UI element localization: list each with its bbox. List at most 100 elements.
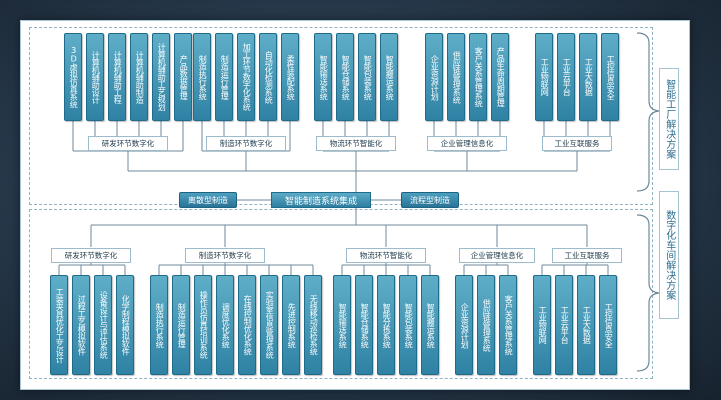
bottom-item-label: 企业资源计划 (460, 302, 470, 348)
side-braces (636, 32, 662, 372)
bottom-item-label: 工控信息安全 (604, 302, 614, 348)
top-item-label: 计算机辅助工艺规划 (157, 43, 167, 111)
bottom-item-box: 在线控制优化系统 (238, 275, 256, 375)
top-item-label: 3D虚拟仿真系统 (69, 46, 79, 108)
top-item-label: 制造运行管理 (220, 54, 230, 100)
top-item-box: 计算机辅助制造 (130, 33, 148, 121)
top-item-box: 产品生命周期管理 (491, 33, 509, 121)
bottom-item-label: 客户关系管理系统 (504, 295, 514, 355)
top-item-label: 工控信息安全 (606, 54, 616, 100)
system-integration-title: 智能制造系统集成 (271, 192, 371, 208)
top-item-label: 加工环节数字化系统 (242, 43, 252, 111)
bottom-item-label: 制造运行管理 (177, 302, 187, 348)
top-item-box: 柔性装配系统 (281, 33, 299, 121)
bottom-item-box: 设备设计与评估系统 (94, 275, 112, 375)
bottom-item-label: 工业物联网 (538, 306, 548, 344)
bottom-item-label: 工装夹具优化工艺设计 (55, 287, 65, 363)
bottom-item-label: 工业大数据 (582, 306, 592, 344)
bottom-item-label: 实验室信息管理系统 (265, 291, 275, 359)
top-item-box: 智能包装系统 (358, 33, 376, 121)
top-item-label: 计算机辅助制造 (135, 50, 145, 104)
top-item-label: 计算机辅助工程 (113, 50, 123, 104)
top-item-label: 自动化检测系统 (264, 50, 274, 104)
bottom-item-label: 操作员仿真培训系统 (199, 291, 209, 359)
top-item-box: 3D虚拟仿真系统 (64, 33, 82, 121)
bottom-item-box: 工业物联网 (533, 275, 551, 375)
bottom-item-box: 工业大数据 (577, 275, 595, 375)
bottom-item-box: 制造运行管理 (172, 275, 190, 375)
bottom-item-box: 智能仓储系统 (355, 275, 373, 375)
diagram-panel: 3D虚拟仿真系统 计算机辅助设计 计算机辅助工程 计算机辅助制造 计算机辅助工艺… (20, 20, 690, 390)
top-item-label: 供应链管理系统 (452, 50, 462, 104)
bottom-item-box: 过程工艺模拟软件 (72, 275, 90, 375)
bottom-item-label: 设备设计与评估系统 (99, 291, 109, 359)
top-item-box: 计算机辅助工程 (108, 33, 126, 121)
bottom-item-box: 工业云平台 (555, 275, 573, 375)
digital-workshop-solution-label: 数字化车间解决方案 (659, 191, 679, 319)
bottom-item-box: 企业资源计划 (455, 275, 473, 375)
bottom-item-label: 工业云平台 (560, 306, 570, 344)
bottom-item-label: 智能仓储系统 (360, 302, 370, 348)
bottom-item-box: 工装夹具优化工艺设计 (50, 275, 68, 375)
top-item-box: 制造运行管理 (215, 33, 233, 121)
top-item-label: 制造执行系统 (198, 54, 208, 100)
bottom-item-label: 先进控制系统 (287, 302, 297, 348)
bottom-item-label: 智能分拣系统 (382, 302, 392, 348)
top-item-box: 工业物联网 (535, 33, 553, 121)
bottom-item-label: 过程工艺模拟软件 (77, 295, 87, 355)
top-item-box: 加工环节数字化系统 (237, 33, 255, 121)
top-item-box: 供应链管理系统 (447, 33, 465, 121)
top-item-box: 工控信息安全 (601, 33, 619, 121)
bottom-item-box: 智能输送系统 (333, 275, 351, 375)
bottom-item-box: 操作员仿真培训系统 (194, 275, 212, 375)
top-category-label: 物流环节智能化 (316, 136, 396, 151)
top-item-box: 工业云平台 (557, 33, 575, 121)
bottom-item-box: 化学制程模拟软件 (116, 275, 134, 375)
bottom-item-box: 无线移动巡检系统 (304, 275, 322, 375)
bottom-category-label: 制造环节数字化 (185, 248, 265, 263)
bottom-category-label: 物流环节智能化 (346, 248, 426, 263)
top-item-box: 计算机辅助设计 (86, 33, 104, 121)
bottom-item-label: 无线移动巡检系统 (309, 295, 319, 355)
top-item-box: 智能输送系统 (314, 33, 332, 121)
bottom-item-box: 智能分拣系统 (377, 275, 395, 375)
top-item-label: 智能输送系统 (319, 54, 329, 100)
bottom-item-label: 制造执行系统 (155, 302, 165, 348)
top-item-label: 计算机辅助设计 (91, 50, 101, 104)
top-item-box: 企业资源计划 (425, 33, 443, 121)
bottom-item-label: 供应链管理系统 (482, 298, 492, 352)
top-item-box: 智能仓储系统 (336, 33, 354, 121)
top-item-label: 产品生命周期管理 (496, 47, 506, 107)
top-item-label: 工业云平台 (562, 58, 572, 96)
top-item-label: 智能搬运系统 (385, 54, 395, 100)
top-category-label: 企业管理信息化 (427, 136, 507, 151)
bottom-item-label: 调度优化系统 (221, 302, 231, 348)
bottom-item-box: 智能包装系统 (399, 275, 417, 375)
bottom-item-box: 工控信息安全 (599, 275, 617, 375)
bottom-category-label: 研发环节数字化 (51, 248, 131, 263)
top-item-label: 产品数据管理 (179, 54, 189, 100)
top-category-label: 研发环节数字化 (88, 136, 168, 151)
top-item-box: 自动化检测系统 (259, 33, 277, 121)
bottom-item-box: 先进控制系统 (282, 275, 300, 375)
top-item-box: 产品数据管理 (174, 33, 192, 121)
top-item-label: 客户关系管理系统 (474, 47, 484, 107)
top-item-label: 柔性装配系统 (286, 54, 296, 100)
bottom-item-box: 客户关系管理系统 (499, 275, 517, 375)
top-item-box: 计算机辅助工艺规划 (152, 33, 170, 121)
top-item-box: 工业大数据 (579, 33, 597, 121)
bottom-item-label: 在线控制优化系统 (243, 295, 253, 355)
top-item-label: 智能包装系统 (363, 54, 373, 100)
bottom-item-label: 智能包装系统 (404, 302, 414, 348)
process-manufacturing-box: 流程型制造 (401, 192, 459, 208)
top-item-box: 客户关系管理系统 (469, 33, 487, 121)
bottom-item-label: 化学制程模拟软件 (121, 295, 131, 355)
top-item-label: 工业大数据 (584, 58, 594, 96)
top-category-label: 制造环节数字化 (206, 136, 286, 151)
top-item-box: 智能搬运系统 (380, 33, 398, 121)
bottom-item-box: 调度优化系统 (216, 275, 234, 375)
top-item-label: 企业资源计划 (430, 54, 440, 100)
top-item-label: 智能仓储系统 (341, 54, 351, 100)
bottom-item-box: 智能搬运系统 (421, 275, 439, 375)
top-item-label: 工业物联网 (540, 58, 550, 96)
